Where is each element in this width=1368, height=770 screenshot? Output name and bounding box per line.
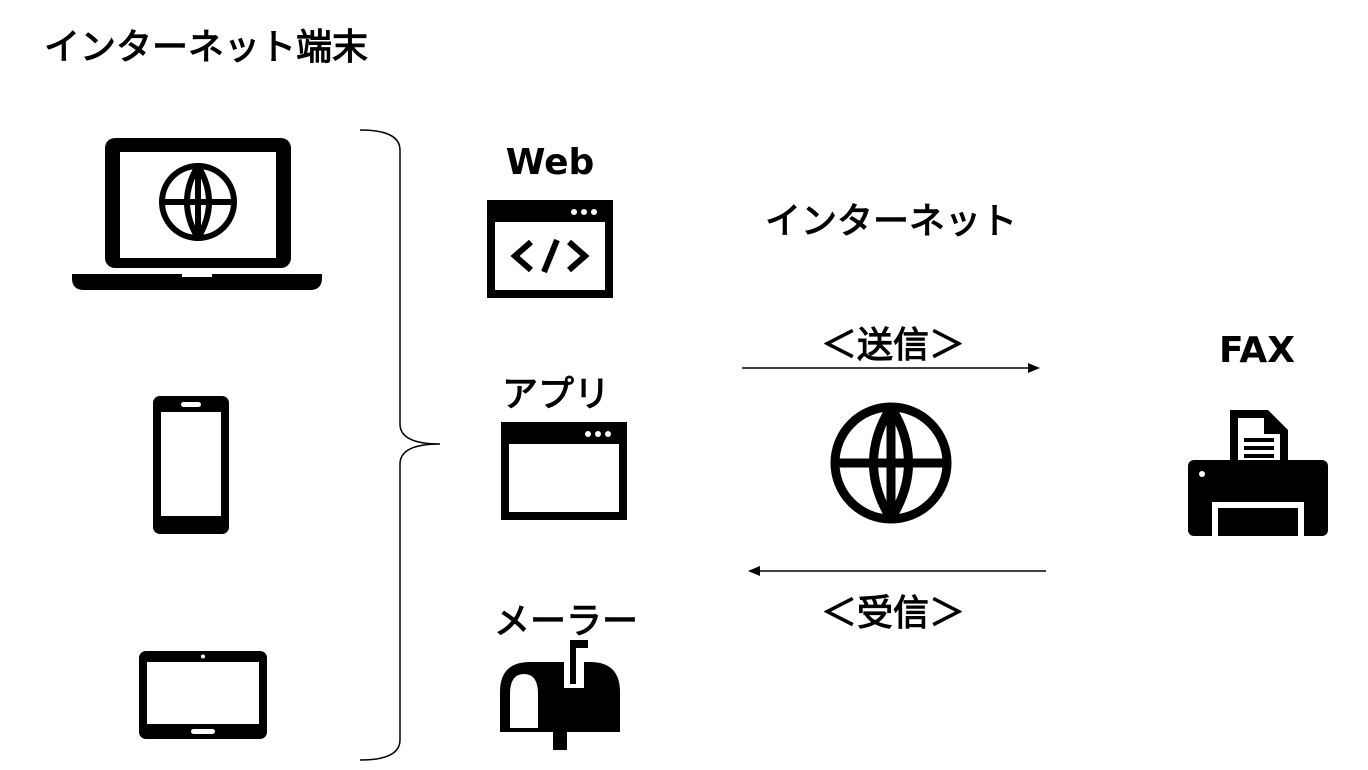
app-label: アプリ xyxy=(501,374,611,415)
mailer-label: メーラー xyxy=(493,601,639,642)
fax-machine-icon xyxy=(1188,410,1328,536)
web-label: Web xyxy=(505,142,595,183)
receive-label: ＜受信＞ xyxy=(820,593,966,634)
web-code-window-icon xyxy=(487,200,613,298)
smartphone-icon xyxy=(153,396,229,534)
mailbox-icon xyxy=(500,640,620,750)
internet-label: インターネット xyxy=(764,201,1018,242)
send-label: ＜送信＞ xyxy=(820,325,966,366)
receive-arrow xyxy=(746,563,1046,579)
fax-label: FAX xyxy=(1218,330,1296,371)
grouping-bracket xyxy=(360,128,450,762)
page-title: インターネット端末 xyxy=(44,27,369,68)
tablet-icon xyxy=(139,651,267,739)
app-window-icon xyxy=(501,422,627,520)
send-arrow xyxy=(742,360,1042,376)
globe-icon xyxy=(828,400,954,526)
laptop-globe-icon xyxy=(72,138,322,290)
